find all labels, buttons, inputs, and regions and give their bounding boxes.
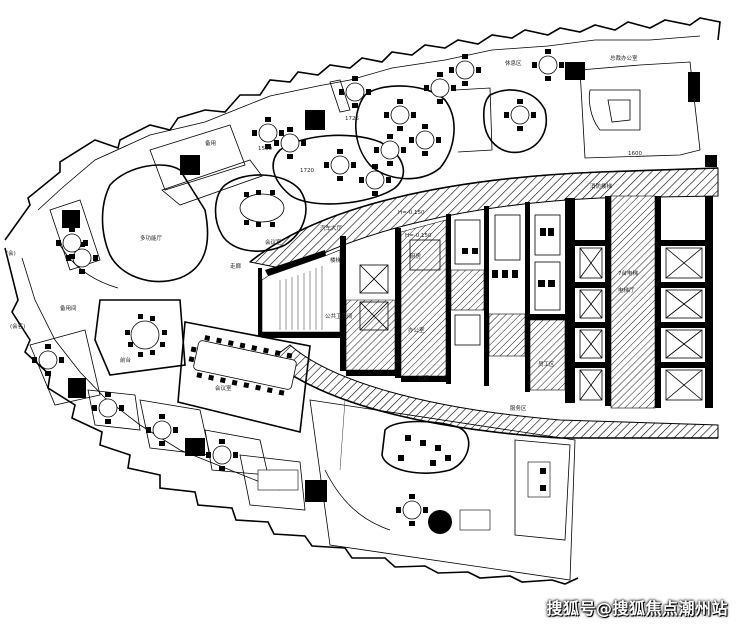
svg-text:多功能厅: 多功能厅 [140, 234, 163, 242]
svg-text:会议室: 会议室 [215, 384, 232, 392]
svg-text:备用间: 备用间 [60, 304, 77, 312]
svg-text:公共卫生间: 公共卫生间 [325, 312, 353, 320]
svg-text:(会客): (会客) [10, 322, 25, 330]
svg-text:办公室: 办公室 [408, 326, 425, 334]
bottom-lounge [309, 399, 576, 581]
svg-text:消防楼梯: 消防楼梯 [590, 182, 613, 190]
svg-text:厨房: 厨房 [410, 252, 422, 260]
svg-text:(会): (会) [6, 249, 16, 257]
svg-text:汽车大厅: 汽车大厅 [320, 224, 343, 232]
svg-text:H=-0.150: H=-0.150 [405, 233, 432, 239]
top-furniture [55, 48, 565, 275]
svg-text:会议室: 会议室 [265, 238, 282, 246]
svg-text:服务区: 服务区 [510, 404, 527, 412]
svg-text:楼梯: 楼梯 [330, 256, 342, 264]
core-labels: 汽车大厅 H=-0.150 H=-0.150 楼梯 公共卫生间 厨房 办公室 过… [6, 116, 642, 412]
core-rooms [261, 195, 703, 409]
core-structure [258, 196, 713, 408]
svg-text:走廊: 走廊 [230, 262, 242, 270]
svg-text:前台: 前台 [120, 356, 132, 364]
svg-text:电梯厅: 电梯厅 [618, 286, 635, 294]
svg-text:备用: 备用 [205, 139, 216, 147]
svg-text:总裁办公室: 总裁办公室 [610, 54, 638, 62]
watermark: 搜狐号@搜狐焦点潮州站 [546, 599, 728, 618]
left-rooms [29, 299, 311, 511]
svg-text:员工区: 员工区 [538, 361, 555, 368]
svg-text:1720: 1720 [300, 168, 314, 174]
svg-text:H=-0.150: H=-0.150 [398, 210, 425, 216]
top-labels: 备用 会议室 多功能厅 总裁办公室 休息区 备用间 前台 会议室 [60, 54, 638, 392]
svg-text:7台电梯: 7台电梯 [618, 269, 638, 277]
black-blocks [62, 62, 717, 502]
svg-text:1725: 1725 [345, 116, 359, 122]
top-rooms [49, 61, 701, 289]
svg-text:1600: 1600 [628, 151, 642, 157]
svg-text:过道: 过道 [418, 374, 430, 382]
outer-shell [4, 17, 721, 585]
svg-text:休息区: 休息区 [505, 59, 522, 67]
